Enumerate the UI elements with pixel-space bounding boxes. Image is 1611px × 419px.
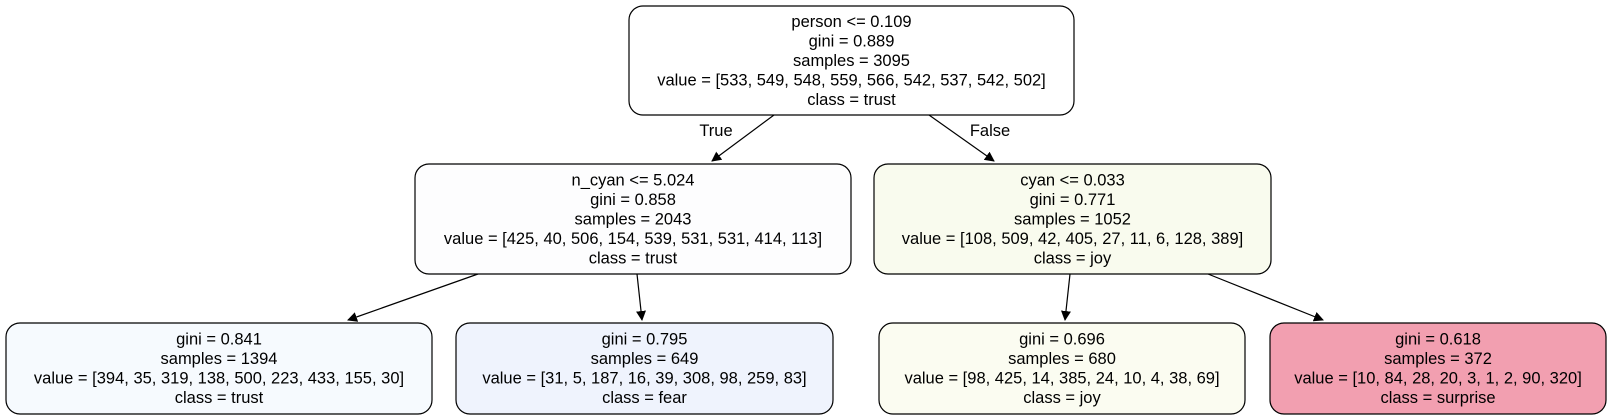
node-line: value = [425, 40, 506, 154, 539, 531, 53…	[444, 230, 822, 248]
edge-right-rr	[1207, 273, 1324, 322]
node-box-rl	[878, 322, 1246, 415]
node-line: value = [533, 549, 548, 559, 566, 542, 5…	[657, 71, 1046, 89]
edge-left-lr	[636, 273, 646, 321]
node-line: value = [31, 5, 187, 16, 39, 308, 98, 25…	[482, 370, 806, 388]
node-line: gini = 0.841	[176, 331, 262, 349]
node-line: class = joy	[1034, 249, 1112, 267]
node-line: value = [108, 509, 42, 405, 27, 11, 6, 1…	[902, 230, 1243, 248]
node-line: gini = 0.618	[1395, 331, 1481, 349]
node-line: n_cyan <= 5.024	[572, 171, 695, 189]
node-line: samples = 2043	[575, 210, 692, 228]
node-line: class = surprise	[1380, 389, 1495, 407]
node-line: gini = 0.771	[1030, 191, 1116, 209]
node-line: samples = 1394	[161, 350, 278, 368]
node-box-right	[873, 163, 1272, 275]
node-line: samples = 1052	[1014, 210, 1131, 228]
node-line: samples = 680	[1008, 350, 1116, 368]
edge-label-true: True	[699, 122, 732, 140]
node-line: samples = 3095	[793, 52, 910, 70]
node-line: samples = 649	[591, 350, 699, 368]
node-box-ll	[5, 322, 433, 415]
node-line: person <= 0.109	[791, 13, 911, 31]
node-line: gini = 0.889	[809, 32, 895, 50]
edge-root-right	[928, 114, 995, 162]
node-line: class = fear	[602, 389, 687, 407]
edge-right-rl	[1061, 273, 1071, 321]
node-line: class = trust	[175, 389, 264, 407]
node-line: value = [98, 425, 14, 385, 24, 10, 4, 38…	[904, 370, 1219, 388]
node-box-rr	[1269, 322, 1607, 415]
node-line: value = [10, 84, 28, 20, 3, 1, 2, 90, 32…	[1294, 370, 1582, 388]
node-line: gini = 0.795	[602, 331, 688, 349]
edge-left-ll	[347, 273, 479, 322]
edge-label-false: False	[970, 122, 1010, 140]
node-box-root	[628, 5, 1075, 116]
node-line: class = joy	[1023, 389, 1101, 407]
node-box-left	[414, 163, 852, 275]
node-line: class = trust	[807, 91, 896, 109]
node-line: gini = 0.858	[590, 191, 676, 209]
node-box-lr	[455, 322, 834, 415]
edge-root-left	[711, 114, 775, 162]
node-line: class = trust	[589, 249, 678, 267]
node-line: value = [394, 35, 319, 138, 500, 223, 43…	[34, 370, 404, 388]
node-line: samples = 372	[1384, 350, 1492, 368]
node-line: gini = 0.696	[1019, 331, 1105, 349]
node-line: cyan <= 0.033	[1020, 171, 1125, 189]
